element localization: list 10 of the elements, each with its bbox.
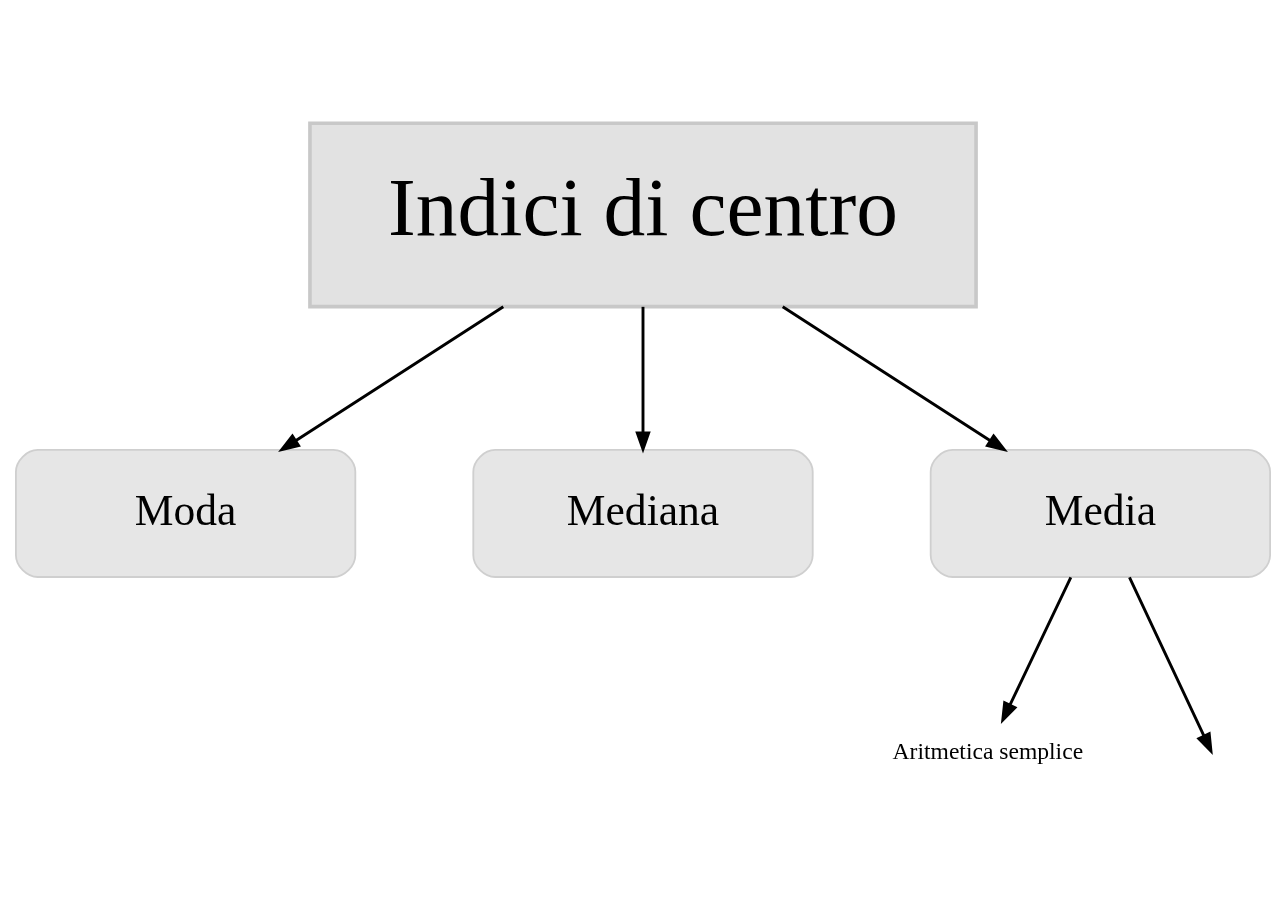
node-box: Mediana: [472, 449, 814, 578]
node-text: Aritmetica semplice: [892, 738, 1084, 765]
node-box: Media: [929, 449, 1271, 578]
node-box: Moda: [15, 449, 357, 578]
arrow: [278, 305, 505, 453]
arrow: [1000, 576, 1073, 724]
arrow: [1128, 576, 1213, 755]
arrow: [635, 306, 651, 454]
arrow: [781, 305, 1008, 453]
node-box: Indici di centro: [308, 121, 978, 309]
